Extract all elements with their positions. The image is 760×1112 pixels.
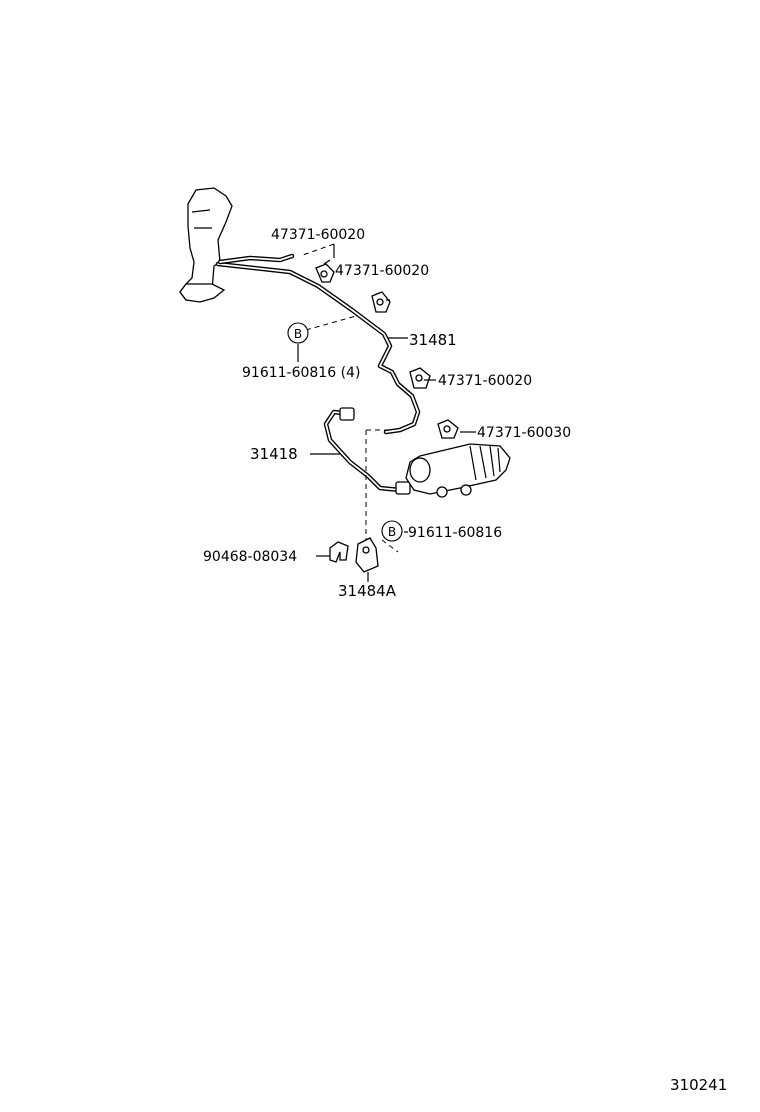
master-cylinder xyxy=(179,187,233,303)
svg-text:B: B xyxy=(388,525,396,539)
release-cylinder xyxy=(405,443,511,498)
tube-31481 xyxy=(215,253,421,435)
label-hose-31418: 31418 xyxy=(250,445,298,463)
bracket-icon xyxy=(355,537,379,573)
label-tube-31481: 31481 xyxy=(409,331,457,349)
svg-text:B: B xyxy=(294,327,302,341)
label-bolt-upper: 91611-60816 (4) xyxy=(242,365,360,381)
hose-31418 xyxy=(323,407,411,495)
label-clamp-top: 47371-60020 xyxy=(271,227,365,243)
label-bracket: 31484A xyxy=(338,582,397,600)
label-clamp-second: 47371-60020 xyxy=(335,263,429,279)
clamp-icon xyxy=(437,419,459,439)
label-clip: 90468-08034 xyxy=(203,549,297,565)
diagram-id: 310241 xyxy=(670,1076,727,1094)
clamp-icon xyxy=(371,291,391,313)
clamp-icon xyxy=(409,367,431,389)
leader-lines xyxy=(297,243,476,582)
hose-lower-fitting xyxy=(395,481,411,495)
label-clamp-third: 47371-60020 xyxy=(438,373,532,389)
bolt-badge-lower: B xyxy=(381,520,403,542)
label-clamp-cylinder: 47371-60030 xyxy=(477,425,571,441)
label-bolt-lower: 91611-60816 xyxy=(408,525,502,541)
clamp-icon xyxy=(315,263,335,283)
bolt-badge-upper: B xyxy=(287,322,309,344)
hose-upper-fitting xyxy=(339,407,355,421)
clip-icon xyxy=(329,541,349,563)
